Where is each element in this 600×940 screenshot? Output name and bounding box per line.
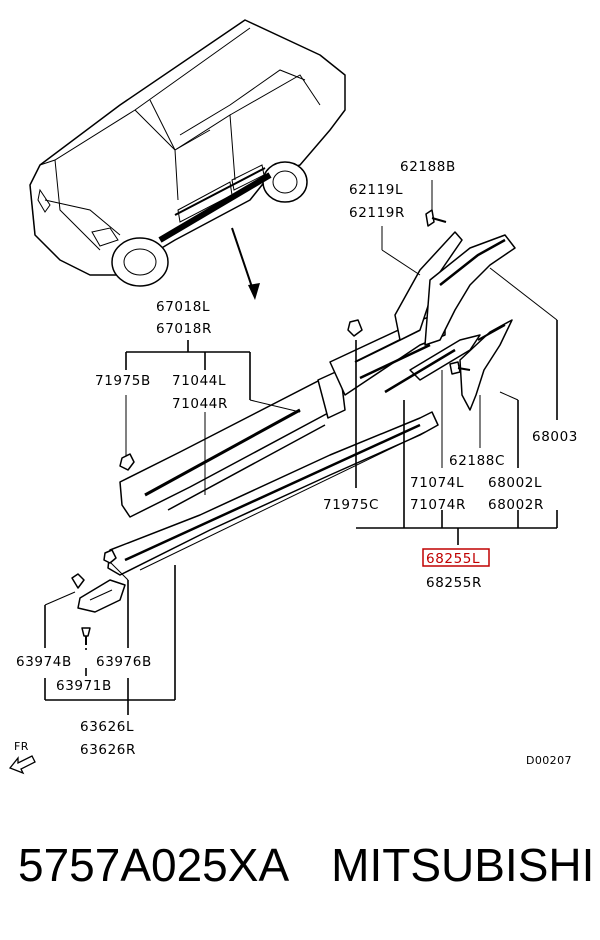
clip-62188b: [425, 209, 447, 227]
label-71074r: 71074R: [410, 497, 466, 513]
label-63971b: 63971B: [56, 678, 112, 694]
label-71975c: 71975C: [323, 497, 379, 513]
fender-flare: [424, 234, 516, 411]
diagram-code: D00207: [526, 754, 572, 767]
label-68002l: 68002L: [488, 475, 542, 491]
label-63626r: 63626R: [80, 742, 136, 758]
label-62188b: 62188B: [400, 159, 456, 175]
label-62188c: 62188C: [449, 453, 505, 469]
label-71074l: 71074L: [410, 475, 464, 491]
caption-brand: MITSUBISHI: [331, 839, 595, 891]
clip-62188c: [449, 361, 471, 375]
fr-arrow-icon: [8, 755, 36, 775]
label-63626l: 63626L: [80, 719, 134, 735]
caption-part-number: 5757A025XA: [18, 839, 290, 891]
leader-lines: [44, 180, 558, 715]
highlight-box: [422, 548, 490, 567]
label-62119r: 62119R: [349, 205, 405, 221]
clip-71975b: [119, 453, 135, 471]
label-68003: 68003: [532, 429, 578, 445]
label-71044r: 71044R: [172, 396, 228, 412]
label-68002r: 68002R: [488, 497, 544, 513]
quarter-extension: [384, 231, 481, 394]
caption-bar: 5757A025XA MITSUBISHI: [18, 838, 598, 908]
label-71044l: 71044L: [172, 373, 226, 389]
clip-63974b: [71, 573, 85, 589]
label-63976b: 63976B: [96, 654, 152, 670]
vehicle-illustration: [29, 19, 346, 287]
view-arrow: [231, 227, 260, 300]
front-direction-marker: FR: [8, 740, 36, 775]
door-moulding-front: [119, 369, 346, 518]
label-63974b: 63974B: [16, 654, 72, 670]
label-62119l: 62119L: [349, 182, 403, 198]
label-67018r: 67018R: [156, 321, 212, 337]
clip-71975c: [347, 319, 363, 337]
clip-63976b: [103, 549, 117, 564]
label-71975b: 71975B: [95, 373, 151, 389]
part-labels: 62188B 62119L 62119R 67018L 67018R 71975…: [16, 159, 578, 758]
label-67018l: 67018L: [156, 299, 210, 315]
fr-label: FR: [14, 740, 29, 753]
parts-diagram: 62188B 62119L 62119R 67018L 67018R 71975…: [8, 19, 578, 775]
label-68255r: 68255R: [426, 575, 482, 591]
label-68255l: 68255L: [426, 551, 480, 567]
screw-63971b: [81, 627, 91, 645]
